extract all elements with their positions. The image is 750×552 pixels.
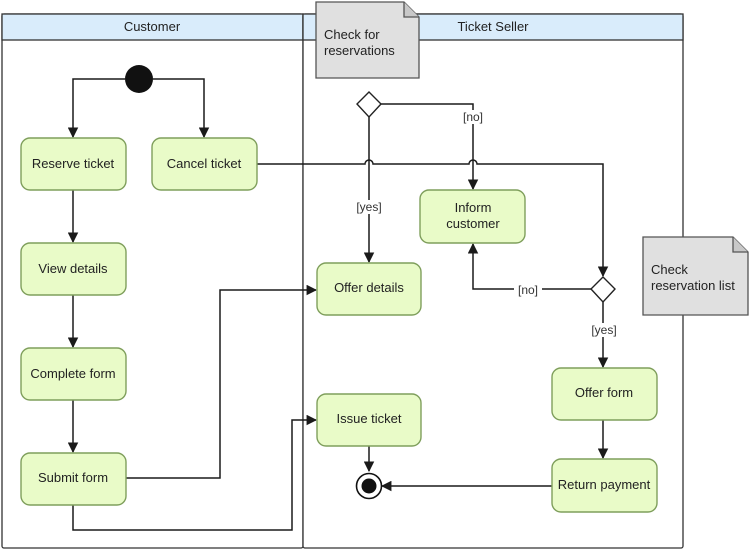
action-label: customer <box>446 216 500 231</box>
guard-no-inform: [no] <box>463 110 483 124</box>
flow-submit-to-issue <box>72 414 318 531</box>
note-text: Check <box>651 262 688 277</box>
lane-header-customer: Customer <box>124 19 181 34</box>
action-label: Cancel ticket <box>167 156 242 171</box>
action-inform-customer: Inform customer <box>419 189 526 244</box>
guard-yes-offer-form: [yes] <box>591 323 616 337</box>
flow-start-to-reserve <box>67 78 125 139</box>
final-node <box>355 472 383 500</box>
action-label: Submit form <box>38 470 108 485</box>
guard-yes-offer-details: [yes] <box>356 200 381 214</box>
action-label: Reserve ticket <box>32 156 115 171</box>
note-text: Check for <box>324 27 380 42</box>
note-text: reservation list <box>651 278 735 293</box>
flow-decision1-no <box>381 103 479 191</box>
decision-node-reservation-list <box>590 276 616 304</box>
decision-node-reservations <box>356 91 382 119</box>
control-flows <box>67 78 609 531</box>
note-check-reservation-list: Check reservation list <box>642 236 749 316</box>
lane-header-seller: Ticket Seller <box>457 19 529 34</box>
initial-node <box>125 65 153 93</box>
action-label: Inform <box>455 200 492 215</box>
action-label: Issue ticket <box>336 411 401 426</box>
flow-submit-to-offer-details <box>126 284 318 479</box>
note-text: reservations <box>324 43 395 58</box>
action-label: View details <box>38 261 108 276</box>
action-cancel-ticket: Cancel ticket <box>151 137 258 191</box>
action-reserve-ticket: Reserve ticket <box>20 137 127 191</box>
guard-no-reservation-list: [no] <box>518 283 538 297</box>
action-submit-form: Submit form <box>20 452 127 506</box>
note-check-for-reservations: Check for reservations <box>315 1 420 79</box>
action-nodes: Reserve ticket Cancel ticket View detail… <box>20 137 658 513</box>
action-label: Complete form <box>30 366 115 381</box>
action-return-payment: Return payment <box>551 458 658 513</box>
action-label: Offer details <box>334 280 404 295</box>
flow-start-to-cancel <box>153 78 210 139</box>
flow-decision2-no <box>467 242 591 290</box>
action-complete-form: Complete form <box>20 347 127 401</box>
action-offer-details: Offer details <box>316 262 422 316</box>
action-label: Offer form <box>575 385 633 400</box>
action-offer-form: Offer form <box>551 367 658 421</box>
action-label: Return payment <box>558 477 651 492</box>
flow-cancel-to-decision2 <box>257 159 609 278</box>
action-issue-ticket: Issue ticket <box>316 393 422 447</box>
guard-labels: [no] [yes] [no] [yes] <box>353 110 620 337</box>
action-view-details: View details <box>20 242 127 296</box>
